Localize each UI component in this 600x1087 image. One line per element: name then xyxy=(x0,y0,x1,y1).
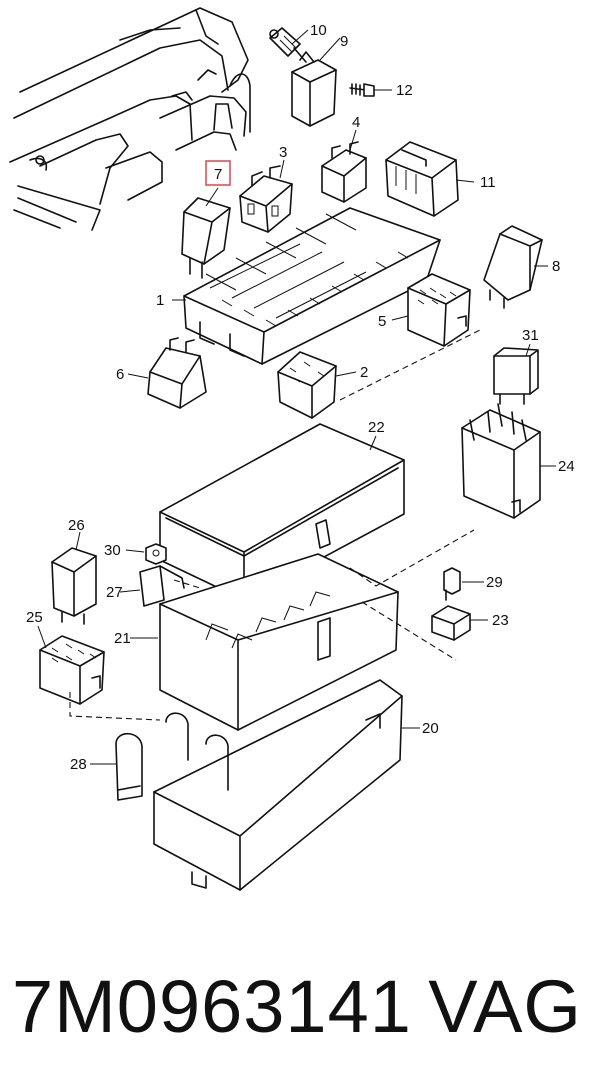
callout-28: 28 xyxy=(70,756,87,773)
callout-23: 23 xyxy=(492,612,509,629)
callout-4: 4 xyxy=(352,114,360,131)
callout-3: 3 xyxy=(279,144,287,161)
part-6-relay-base xyxy=(147,337,207,409)
part-20-housing-base xyxy=(153,679,403,891)
part-27-bracket xyxy=(139,565,185,607)
part-21-housing xyxy=(159,553,399,731)
callout-27: 27 xyxy=(106,584,123,601)
callout-20: 20 xyxy=(422,720,439,737)
callout-5: 5 xyxy=(378,313,386,330)
exploded-parts-diagram: 10 9 12 3 4 11 7 1 8 5 6 2 31 22 24 26 3… xyxy=(9,7,575,891)
callout-7-highlight-box xyxy=(205,160,231,186)
part-23-fuse-holder xyxy=(431,605,471,641)
callout-11: 11 xyxy=(480,174,496,191)
part-5-relay-base xyxy=(407,273,471,347)
callout-22: 22 xyxy=(368,419,385,436)
leader-lines xyxy=(37,29,556,765)
callout-24: 24 xyxy=(558,458,575,475)
part-28-cap xyxy=(115,732,143,801)
callout-2: 2 xyxy=(360,364,368,381)
callout-8: 8 xyxy=(552,258,560,275)
callout-7: 7 xyxy=(214,166,222,183)
callout-10: 10 xyxy=(310,22,327,39)
callout-25: 25 xyxy=(26,609,43,626)
part-9-relay xyxy=(291,51,337,127)
part-7-relay xyxy=(181,197,231,279)
part-1-relay-carrier xyxy=(183,207,441,365)
part-31-fuse xyxy=(493,347,539,405)
part-8-relay xyxy=(483,225,543,309)
callout-1: 1 xyxy=(156,292,164,309)
part-number: 7M0963141 xyxy=(12,965,412,1048)
part-3-connector xyxy=(239,165,293,233)
callout-6: 6 xyxy=(116,366,124,383)
callout-29: 29 xyxy=(486,574,503,591)
part-26-relay xyxy=(51,547,97,625)
caption-bar: 7M0963141 VAG xyxy=(0,955,600,1065)
callout-labels: 10 9 12 3 4 11 7 1 8 5 6 2 31 22 24 26 3… xyxy=(26,22,575,773)
callout-9: 9 xyxy=(340,33,348,50)
part-25-relay-base xyxy=(39,635,105,705)
callout-30: 30 xyxy=(104,542,121,559)
callout-26: 26 xyxy=(68,517,85,534)
callout-21: 21 xyxy=(114,630,131,647)
part-11-connector xyxy=(385,141,459,217)
part-24-relay-carrier xyxy=(461,403,541,519)
part-10-clip xyxy=(269,27,307,63)
part-30-nut xyxy=(145,543,167,565)
part-12-screw xyxy=(349,83,375,97)
part-29-terminal xyxy=(443,567,461,601)
assembly-guide-lines xyxy=(69,329,481,721)
vehicle-body-section xyxy=(9,7,251,231)
callout-31: 31 xyxy=(522,327,539,344)
callout-12: 12 xyxy=(396,82,413,99)
part-4-connector xyxy=(321,141,367,203)
part-2-relay-base xyxy=(277,351,337,419)
brand-name: VAG xyxy=(428,965,582,1048)
